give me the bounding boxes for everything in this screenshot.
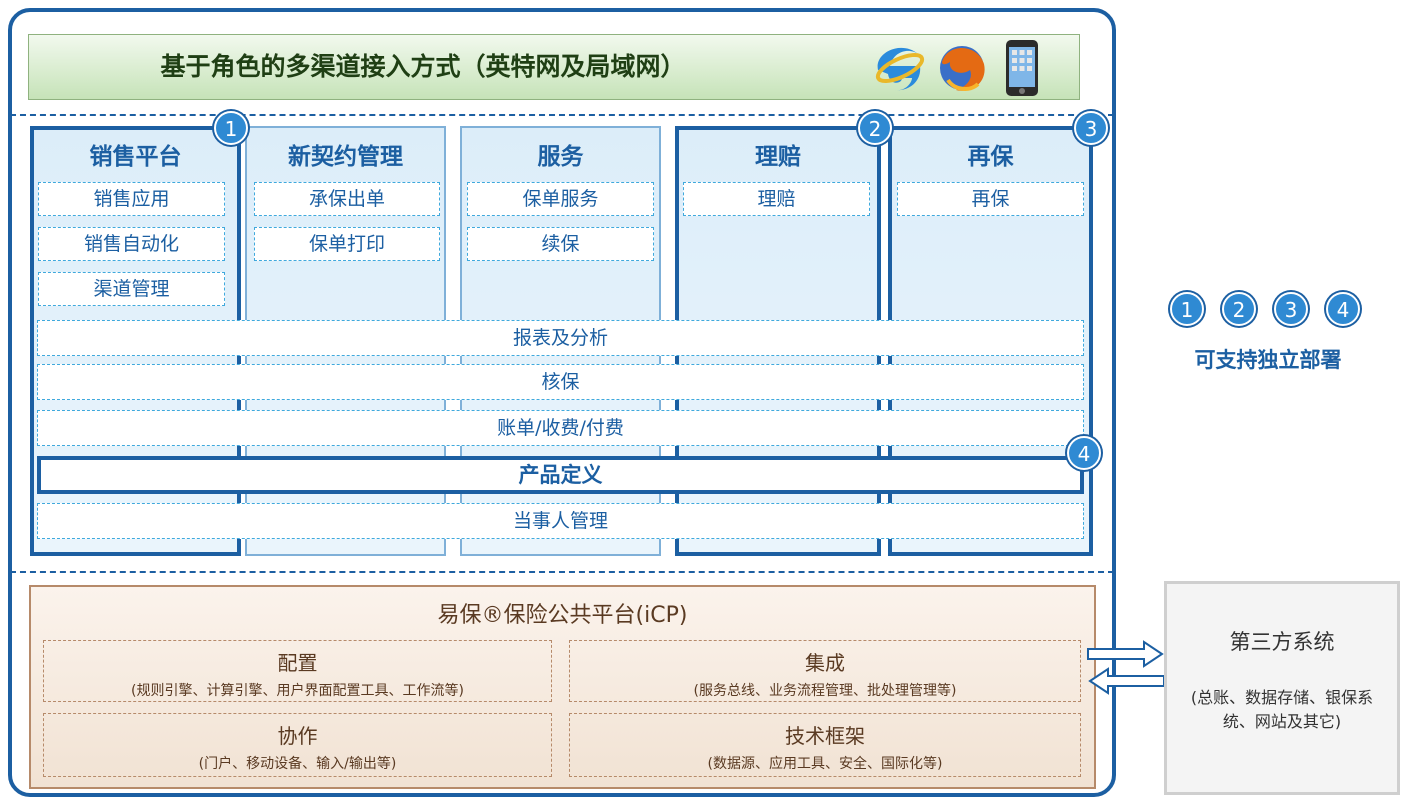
column-title-service: 服务 (537, 144, 584, 170)
band-reports-analysis: 报表及分析 (37, 320, 1084, 356)
column-title-sales: 销售平台 (89, 144, 182, 170)
module-item: 销售应用 (38, 182, 225, 216)
badge-4: 4 (1067, 436, 1101, 470)
sales-column-bottom (30, 552, 241, 556)
icp-box-desc: (规则引擎、计算引擎、用户界面配置工具、工作流等) (131, 683, 464, 699)
service-column-bottom (460, 554, 661, 556)
band-billing: 账单/收费/付费 (37, 410, 1084, 446)
legend-label: 可支持独立部署 (1194, 348, 1342, 372)
icp-tech-framework-box: 技术框架 (数据源、应用工具、安全、国际化等) (569, 713, 1081, 777)
column-title-claims: 理赔 (755, 144, 801, 170)
legend-badge-1: 1 (1170, 292, 1204, 326)
third-party-desc: (总账、数据存储、银保系统、网站及其它) (1190, 688, 1374, 731)
third-party-system-box: 第三方系统 (总账、数据存储、银保系统、网站及其它) (1164, 581, 1400, 795)
bottom-divider (10, 571, 1114, 573)
banner-title: 基于角色的多渠道接入方式（英特网及局域网） (160, 52, 686, 81)
band-underwriting: 核保 (37, 364, 1084, 400)
icp-box-title: 技术框架 (785, 724, 865, 748)
icp-box-desc: (数据源、应用工具、安全、国际化等) (707, 756, 943, 772)
firefox-browser-icon (940, 46, 985, 91)
ie-browser-icon (875, 47, 925, 91)
band-party-management: 当事人管理 (37, 503, 1084, 539)
new-business-column-bottom (245, 554, 446, 556)
icp-box-title: 集成 (805, 651, 845, 675)
legend-badge-2: 2 (1222, 292, 1256, 326)
module-item: 再保 (897, 182, 1084, 216)
integration-arrows-icon (1087, 640, 1165, 695)
module-item: 承保出单 (254, 182, 440, 216)
module-item: 续保 (467, 227, 654, 261)
icp-platform (29, 585, 1096, 789)
top-divider (10, 114, 1114, 116)
icp-collaboration-box: 协作 (门户、移动设备、输入/输出等) (43, 713, 552, 777)
third-party-title: 第三方系统 (1229, 630, 1335, 654)
column-title-new-business: 新契约管理 (288, 144, 403, 170)
module-item: 理赔 (683, 182, 870, 216)
architecture-frame (8, 8, 1116, 797)
band-product-definition: 产品定义 (37, 456, 1084, 494)
badge-1: 1 (214, 111, 248, 145)
claims-column-bottom (675, 552, 881, 556)
mobile-phone-icon (1006, 40, 1038, 96)
module-item: 销售自动化 (38, 227, 225, 261)
icp-config-box: 配置 (规则引擎、计算引擎、用户界面配置工具、工作流等) (43, 640, 552, 702)
legend-badge-3: 3 (1274, 292, 1308, 326)
icp-title: 易保®保险公共平台(iCP) (437, 603, 688, 628)
badge-3: 3 (1074, 111, 1108, 145)
module-item: 渠道管理 (38, 272, 225, 306)
column-title-reinsurance: 再保 (967, 144, 1014, 170)
icp-box-title: 协作 (277, 724, 318, 748)
module-item: 保单服务 (467, 182, 654, 216)
icp-box-title: 配置 (277, 651, 318, 675)
icp-box-desc: (门户、移动设备、输入/输出等) (198, 756, 397, 772)
module-item: 保单打印 (254, 227, 440, 261)
icp-box-desc: (服务总线、业务流程管理、批处理管理等) (693, 683, 957, 699)
legend-badge-4: 4 (1326, 292, 1360, 326)
reinsurance-column-bottom (888, 552, 1093, 556)
badge-2: 2 (858, 111, 892, 145)
icp-integration-box: 集成 (服务总线、业务流程管理、批处理管理等) (569, 640, 1081, 702)
